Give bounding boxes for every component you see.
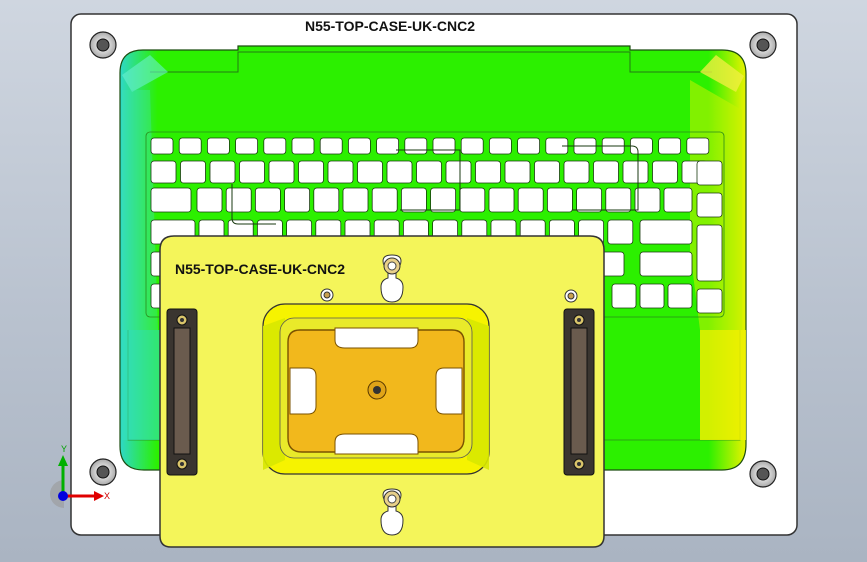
- keyboard-key: [639, 251, 693, 277]
- keyboard-key: [239, 160, 265, 184]
- keyboard-key: [254, 187, 281, 213]
- keyboard-key: [263, 137, 287, 155]
- pin-hole-right: [564, 289, 578, 303]
- keyboard-key: [327, 160, 354, 184]
- keyboard-key: [517, 187, 544, 213]
- keyboard-key: [268, 160, 295, 184]
- base-plate-screw-bottom-left[interactable]: [89, 458, 117, 486]
- keyboard-key: [298, 160, 324, 184]
- keyboard-key: [607, 219, 634, 245]
- keyboard-key: [622, 160, 649, 184]
- keyboard-key: [206, 137, 230, 155]
- keyboard-key: [576, 187, 602, 213]
- keyboard-key: [196, 187, 223, 213]
- keyboard-key: [376, 137, 400, 155]
- keyboard-key: [342, 187, 369, 213]
- keyboard-recess-edge: [396, 149, 461, 211]
- keyboard-recess-edge: [562, 145, 639, 211]
- keyboard-key: [488, 187, 515, 213]
- keyboard-key: [445, 160, 472, 184]
- keyboard-key: [667, 283, 693, 309]
- keyboard-key: [663, 187, 693, 213]
- z-axis-dot: [58, 491, 68, 501]
- locating-keyhole-top[interactable]: [380, 254, 404, 303]
- keyboard-key: [686, 137, 710, 155]
- keyboard-key: [611, 283, 637, 309]
- keyboard-key: [658, 137, 681, 155]
- keyboard-key: [371, 187, 398, 213]
- keyboard-key: [291, 137, 315, 155]
- keyboard-key: [547, 187, 573, 213]
- keyboard-key: [534, 160, 560, 184]
- keyboard-key: [180, 160, 206, 184]
- keyboard-key: [593, 160, 619, 184]
- keyboard-key: [235, 137, 259, 155]
- keyboard-key: [225, 187, 252, 213]
- base-plate-label: N55-TOP-CASE-UK-CNC2: [305, 18, 475, 34]
- keyboard-key: [430, 187, 457, 213]
- keyboard-key: [319, 137, 343, 155]
- keyboard-key: [150, 160, 177, 184]
- keyboard-key: [313, 187, 340, 213]
- keyboard-key: [488, 137, 512, 155]
- keyboard-key: [639, 219, 693, 245]
- keyboard-key: [400, 187, 427, 213]
- keyboard-key: [284, 187, 311, 213]
- keyboard-key: [475, 160, 501, 184]
- keyboard-key: [150, 137, 174, 155]
- keyboard-key: [504, 160, 531, 184]
- keyboard-key: [416, 160, 442, 184]
- keyboard-key: [432, 137, 456, 155]
- keyboard-key: [696, 192, 723, 218]
- keyboard-key: [696, 224, 723, 282]
- keyboard-key: [209, 160, 236, 184]
- keyboard-key: [459, 187, 486, 213]
- clamp-jaw[interactable]: [287, 327, 465, 455]
- base-plate-screw-bottom-right[interactable]: [749, 460, 777, 488]
- fixture-plate-label: N55-TOP-CASE-UK-CNC2: [175, 261, 345, 277]
- keyboard-key: [460, 137, 484, 155]
- keyboard-recess-edge: [231, 184, 276, 225]
- keyboard-key: [357, 160, 383, 184]
- coordinate-triad: Y X: [50, 444, 110, 508]
- right-handle[interactable]: [563, 308, 595, 476]
- keyboard-key: [386, 160, 413, 184]
- keyboard-key: [347, 137, 371, 155]
- keyboard-key: [639, 283, 665, 309]
- keyboard-key: [652, 160, 678, 184]
- keyboard-key: [517, 137, 540, 155]
- keyboard-key: [605, 187, 632, 213]
- keyboard-key: [696, 288, 723, 314]
- keyboard-key: [404, 137, 428, 155]
- keyboard-key: [178, 137, 202, 155]
- base-plate-screw-top-right[interactable]: [749, 31, 777, 59]
- x-axis-label: X: [104, 491, 110, 501]
- keyboard-key: [696, 160, 723, 186]
- keyboard-key: [150, 187, 192, 213]
- keyboard-key: [634, 187, 661, 213]
- keyboard-key: [563, 160, 590, 184]
- left-handle[interactable]: [166, 308, 198, 476]
- base-plate-screw-top-left[interactable]: [89, 31, 117, 59]
- pin-hole-left: [320, 288, 334, 302]
- locating-keyhole-bottom[interactable]: [380, 488, 404, 536]
- y-axis-label: Y: [61, 444, 67, 454]
